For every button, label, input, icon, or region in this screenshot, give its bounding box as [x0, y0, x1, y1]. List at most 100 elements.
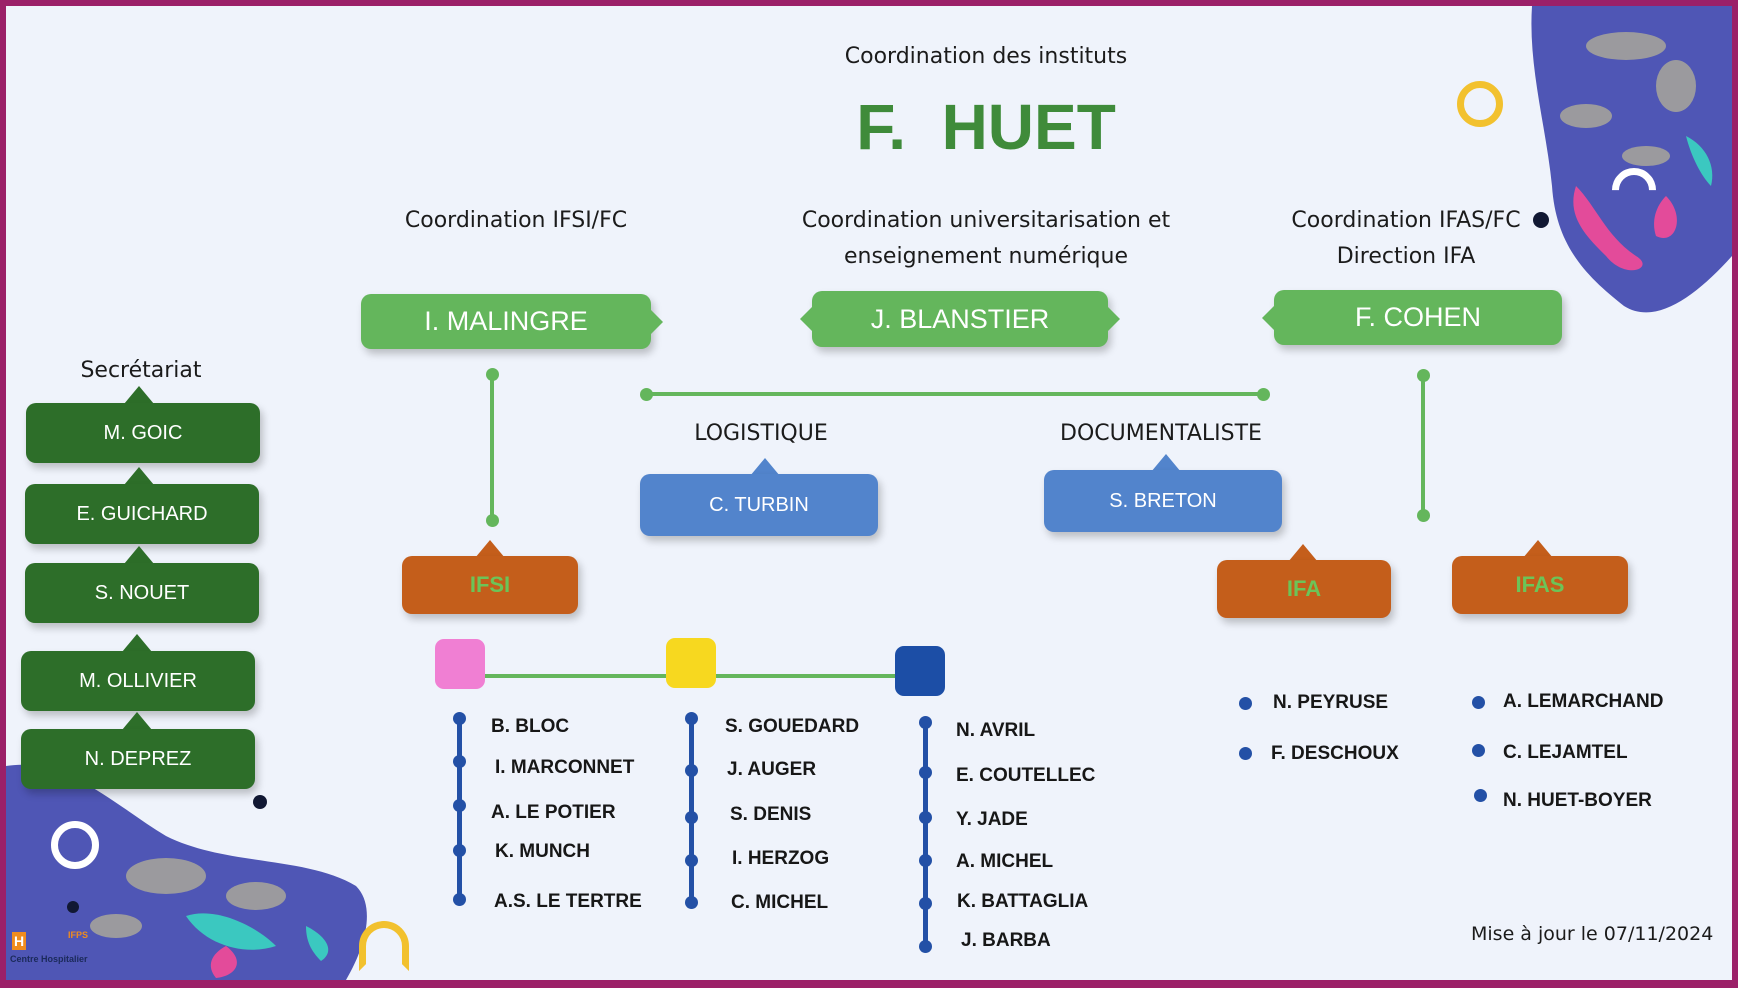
bullet — [919, 854, 932, 867]
team-member: I. HERZOG — [732, 848, 830, 869]
callout-pointer — [124, 467, 154, 485]
ifas-member: N. HUET-BOYER — [1503, 790, 1652, 811]
ring-decoration-bottom — [51, 821, 99, 869]
arrow-left-marker-2 — [1262, 306, 1274, 330]
team-member: N. AVRIL — [956, 720, 1036, 741]
team-member: J. AUGER — [727, 759, 817, 780]
secretariat-member: S. NOUET — [25, 563, 259, 623]
bullet — [453, 799, 466, 812]
header-subtitle: Coordination des instituts — [844, 44, 1128, 69]
ifas-member: C. LEJAMTEL — [1503, 742, 1628, 763]
ring-decoration — [1457, 81, 1503, 127]
dot-decoration-bottom-2 — [67, 901, 79, 913]
callout-pointer — [122, 712, 152, 730]
secretariat-member: E. GUICHARD — [25, 484, 259, 544]
callout-pointer — [750, 458, 780, 476]
connector-dot — [1257, 388, 1270, 401]
team-member: A. LE POTIER — [491, 802, 616, 823]
institute-ifsi-box: IFSI — [402, 556, 578, 614]
connector-support-horizontal — [646, 392, 1264, 396]
bullet — [919, 897, 932, 910]
coordinator-cohen-box: F. COHEN — [1274, 290, 1562, 345]
bullet — [1474, 789, 1487, 802]
team-blue-square — [895, 646, 945, 696]
hospital-logo: H IFPS Centre Hospitalier — [10, 930, 89, 964]
marble-decoration-bottom-left — [6, 764, 367, 980]
bullet — [453, 893, 466, 906]
coordinator-malingre-box: I. MALINGRE — [361, 294, 651, 349]
callout-pointer — [1523, 540, 1553, 558]
bullet — [685, 712, 698, 725]
dot-decoration — [1533, 212, 1549, 228]
team-member: I. MARCONNET — [495, 757, 635, 778]
connector-dot — [1417, 369, 1430, 382]
team-member: S. GOUEDARD — [725, 716, 860, 737]
coordination-ifsi-label: Coordination IFSI/FC — [404, 208, 628, 233]
documentaliste-breton-box: S. BRETON — [1044, 470, 1282, 532]
callout-pointer — [124, 386, 154, 404]
bullet — [1239, 697, 1252, 710]
bullet — [919, 716, 932, 729]
coordinator-blanstier-name: J. BLANSTIER — [870, 303, 1050, 334]
logistique-turbin-name: C. TURBIN — [709, 493, 809, 516]
coordination-ifas-label-1: Coordination IFAS/FC — [1291, 208, 1521, 233]
bullet — [453, 712, 466, 725]
org-chart-canvas: H IFPS Centre Hospitalier Coordination d… — [6, 6, 1732, 980]
callout-pointer — [1288, 544, 1318, 562]
bullet — [453, 844, 466, 857]
bullet — [1239, 747, 1252, 760]
bullet — [685, 854, 698, 867]
secretariat-member: M. OLLIVIER — [21, 651, 255, 711]
connector-cohen-ifa — [1421, 374, 1425, 516]
documentaliste-label: DOCUMENTALISTE — [1060, 421, 1262, 446]
connector-dot — [486, 514, 499, 527]
team-member: B. BLOC — [491, 716, 570, 737]
bullet — [1472, 744, 1485, 757]
coordination-ifas-label-2: Direction IFA — [1336, 244, 1476, 269]
bullet — [1472, 696, 1485, 709]
team-member: K. MUNCH — [495, 841, 590, 862]
team-member: K. BATTAGLIA — [957, 891, 1089, 912]
bullet — [685, 764, 698, 777]
callout-pointer — [475, 540, 505, 558]
ifa-member: F. DESCHOUX — [1271, 743, 1399, 764]
documentaliste-breton-name: S. BRETON — [1109, 489, 1217, 512]
connector-dot — [486, 368, 499, 381]
arrow-left-marker — [800, 307, 812, 331]
team-member: A.S. LE TERTRE — [494, 891, 642, 912]
bullet — [453, 755, 466, 768]
page-title: F. HUET — [856, 91, 1116, 163]
logistique-turbin-box: C. TURBIN — [640, 474, 878, 536]
team-member: A. MICHEL — [956, 851, 1054, 872]
team-member: J. BARBA — [961, 930, 1051, 951]
team-pink-square — [435, 639, 485, 689]
institute-ifas-box: IFAS — [1452, 556, 1628, 614]
team-member: E. COUTELLEC — [956, 765, 1096, 786]
team-member: C. MICHEL — [731, 892, 829, 913]
connector-dot — [640, 388, 653, 401]
coordinator-malingre-name: I. MALINGRE — [424, 306, 588, 336]
team-member: S. DENIS — [730, 804, 812, 825]
callout-pointer — [124, 546, 154, 564]
ifa-member: N. PEYRUSE — [1273, 692, 1389, 713]
half-ring-decoration-bottom — [359, 921, 409, 971]
logistique-label: LOGISTIQUE — [694, 421, 828, 446]
secretariat-member: M. GOIC — [26, 403, 260, 463]
update-date: Mise à jour le 07/11/2024 — [1471, 923, 1714, 945]
coordination-univ-label-1: Coordination universitarisation et — [801, 208, 1171, 233]
dot-decoration-bottom — [253, 795, 267, 809]
connector-dot — [1417, 509, 1430, 522]
bullet — [919, 811, 932, 824]
coordination-univ-label-2: enseignement numérique — [843, 244, 1128, 269]
bullet — [685, 811, 698, 824]
callout-pointer — [122, 634, 152, 652]
connector-malingre-ifsi — [490, 374, 494, 520]
bullet — [685, 896, 698, 909]
secretariat-member: N. DEPREZ — [21, 729, 255, 789]
arrow-right-marker-2 — [1108, 307, 1120, 331]
ifas-member: A. LEMARCHAND — [1503, 691, 1664, 712]
bullet — [919, 940, 932, 953]
bullet — [919, 766, 932, 779]
marble-decoration-top-right — [1531, 6, 1732, 313]
callout-pointer — [1151, 454, 1181, 472]
